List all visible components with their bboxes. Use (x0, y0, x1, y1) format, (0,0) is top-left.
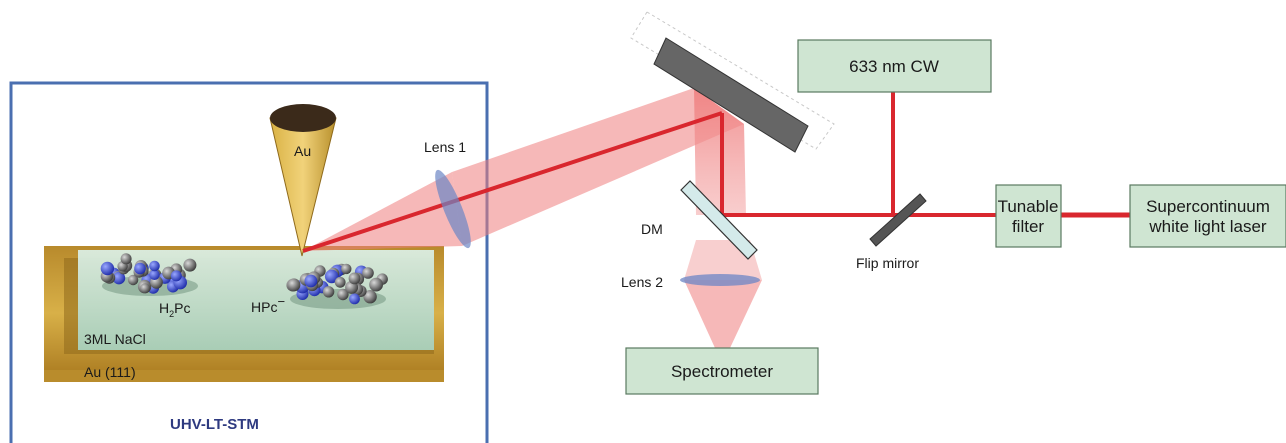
flip-mirror (869, 193, 927, 247)
cw-laser-box: 633 nm CW (797, 39, 992, 93)
cw-laser-label: 633 nm CW (849, 57, 939, 76)
stm-chamber-frame (9, 81, 489, 443)
laser-beams (302, 88, 1130, 348)
tip-label: Au (294, 143, 311, 159)
hpc-label: HPc− (251, 294, 285, 315)
h2pc-molecule (100, 253, 198, 296)
supercontinuum-label-2: white light laser (1148, 217, 1267, 236)
tunable-filter-label-1: Tunable (998, 197, 1059, 216)
lens1 (435, 169, 471, 249)
spectrometer-box: Spectrometer (625, 347, 819, 395)
lens2-label: Lens 2 (621, 274, 663, 290)
main-mirror (630, 11, 835, 153)
nacl-label: 3ML NaCl (84, 331, 146, 347)
stm-title: UHV-LT-STM (170, 416, 259, 433)
lens1-label: Lens 1 (424, 139, 466, 155)
supercontinuum-label-1: Supercontinuum (1146, 197, 1270, 216)
flip-mirror-label: Flip mirror (856, 255, 919, 271)
au-tip (269, 104, 337, 257)
tunable-filter-label-2: filter (1012, 217, 1044, 236)
dm-label: DM (641, 221, 663, 237)
substrate-label: Au (111) (84, 364, 136, 380)
dichroic-mirror (680, 180, 758, 260)
h2pc-label: H2Pc (159, 300, 190, 319)
spectrometer-label: Spectrometer (671, 362, 773, 381)
tunable-filter-box: Tunable filter (995, 184, 1062, 248)
supercontinuum-box: Supercontinuum white light laser (1129, 184, 1286, 248)
hpc-molecule (286, 263, 388, 309)
lens2 (680, 274, 760, 286)
